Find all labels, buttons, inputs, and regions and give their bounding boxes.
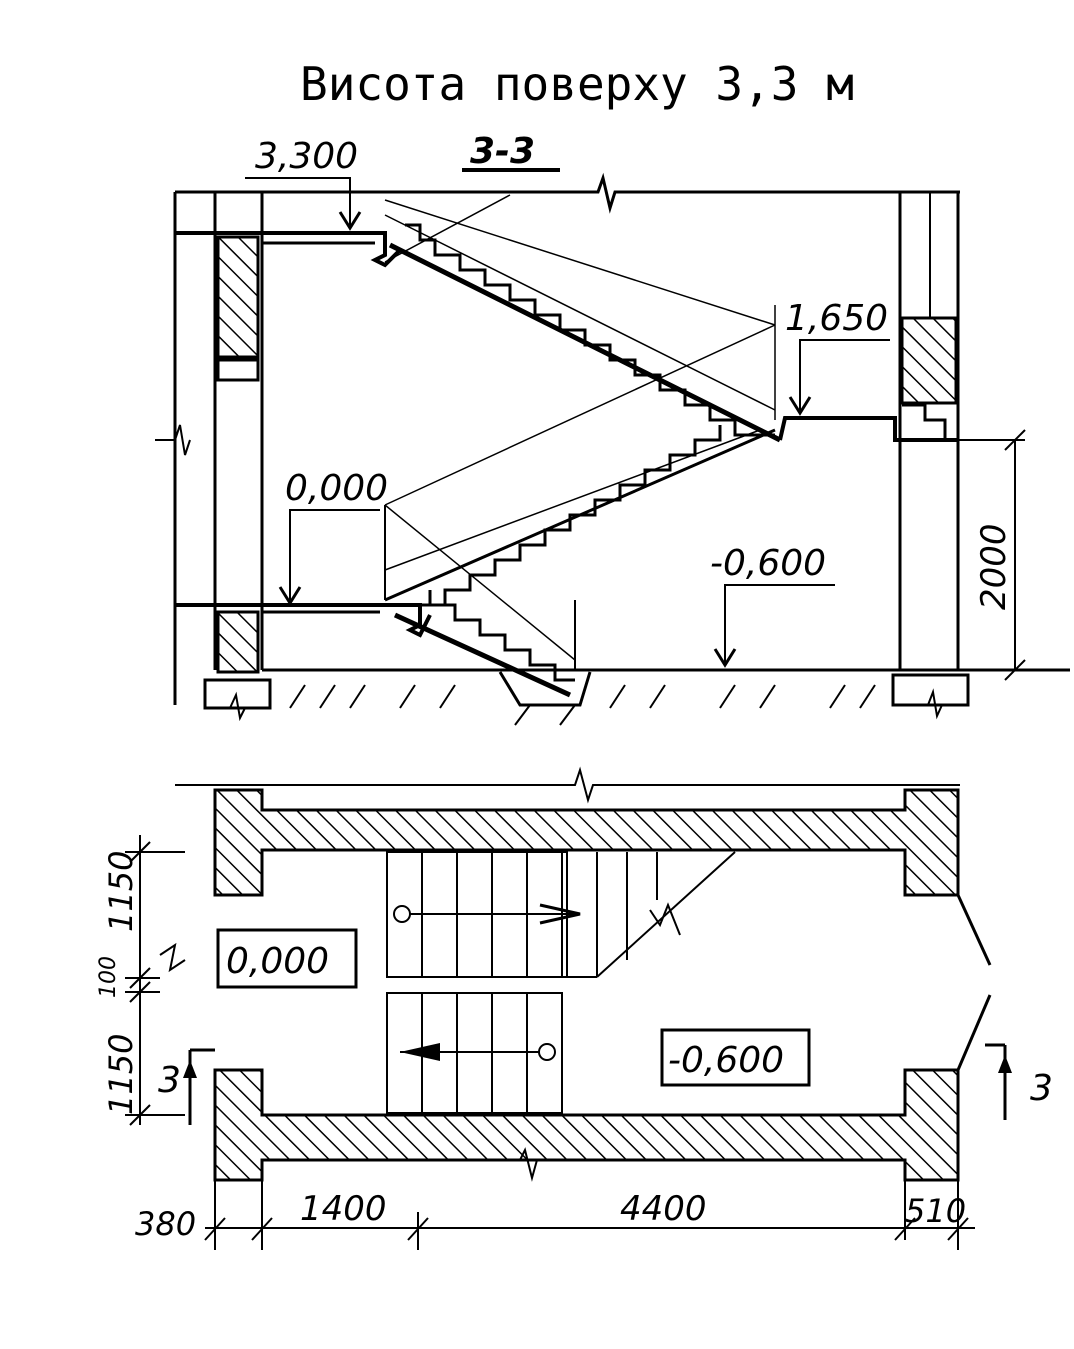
drawing-title: Висота поверху 3,3 м: [300, 57, 854, 111]
plan-dims-horizontal: 380 1400 4400 510: [135, 1180, 975, 1250]
plan-dim-v-1: 1150: [102, 851, 140, 932]
plan-wall-top: [213, 788, 960, 897]
left-wall-upper: [216, 235, 260, 359]
plan-level-landing-box: [216, 928, 358, 989]
plan-view: 0,000 -0,600 3 3 1150 10: [96, 766, 1053, 1250]
plan-dim-v-2: 100: [96, 956, 121, 998]
plan-level-landing-label: 0,000: [226, 941, 329, 982]
plan-wall-bottom: [213, 1068, 960, 1182]
plan-dim-v-3: 1150: [102, 1034, 140, 1115]
level-mid-label: 1,650: [785, 298, 888, 339]
right-wall-block: [900, 316, 958, 405]
level-mark-top: 3,300: [245, 136, 362, 231]
plan-dim-h-2: 1400: [300, 1189, 387, 1229]
section-label: 3-3: [470, 131, 535, 172]
plan-dims-vertical: 1150 100 1150: [96, 835, 186, 1126]
level-basement-label: -0,600: [710, 543, 826, 584]
dimension-2000: 2000: [958, 429, 1026, 681]
level-top-label: 3,300: [255, 136, 358, 177]
level-mark-basement: -0,600: [710, 543, 835, 668]
dimension-2000-label: 2000: [974, 523, 1014, 610]
plan-level-basement-label: -0,600: [668, 1040, 784, 1081]
cut-right-label: 3: [1030, 1068, 1053, 1109]
section-3-3: 3-3: [155, 131, 1070, 726]
plan-dim-h-1: 380: [135, 1205, 196, 1243]
level-mark-mid: 1,650: [785, 298, 890, 416]
plan-dim-h-3: 4400: [620, 1189, 707, 1229]
left-wall-lower: [216, 610, 260, 674]
level-floor-label: 0,000: [285, 468, 388, 509]
left-wall-lintel: [216, 358, 260, 382]
plan-flight-lower: [386, 992, 563, 1114]
cut-marker-left: 3: [158, 1048, 215, 1125]
level-mark-floor: 0,000: [278, 468, 388, 606]
plan-dim-h-4: 510: [905, 1192, 966, 1230]
cut-marker-right: 3: [985, 1043, 1053, 1120]
plan-flight-upper: [386, 851, 736, 978]
cut-left-label: 3: [158, 1060, 181, 1101]
plan-level-basement-box: [660, 1028, 811, 1087]
